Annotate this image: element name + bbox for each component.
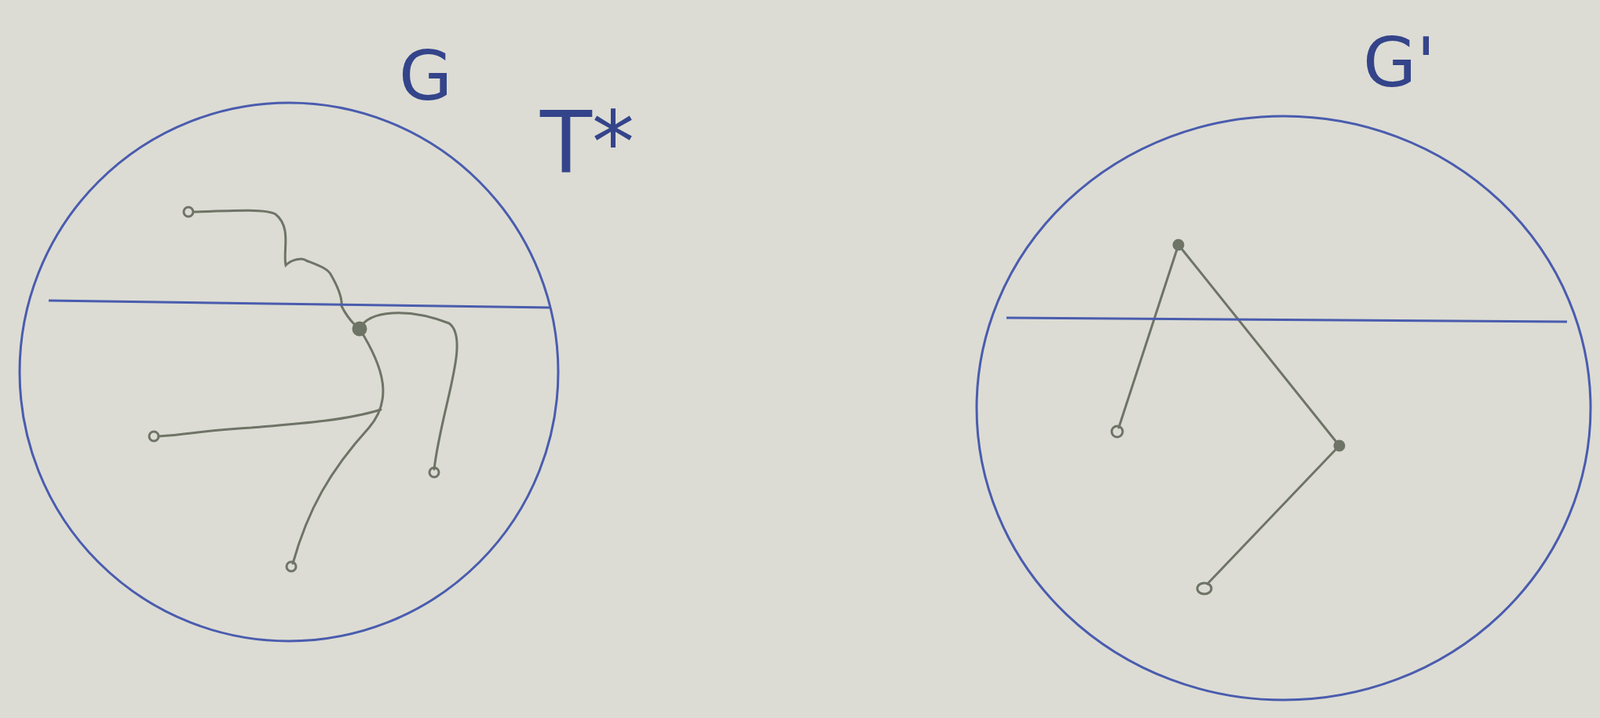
graph-circle: G (18, 101, 560, 643)
graph-name: G (398, 41, 453, 111)
circle-outline (18, 101, 560, 643)
tree-name: T* (540, 100, 635, 186)
circle-outline (975, 114, 1593, 702)
graph-name: G' (1362, 28, 1436, 98)
graph-circle: G' (975, 114, 1593, 702)
